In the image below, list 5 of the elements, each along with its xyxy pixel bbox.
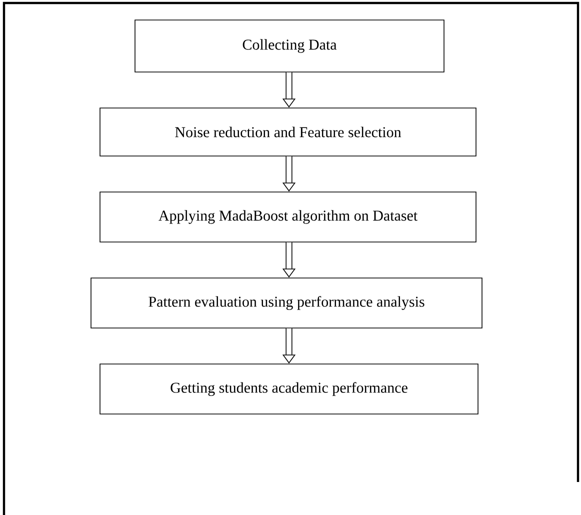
process-box: Noise reduction and Feature selection [100,108,476,156]
process-box: Pattern evaluation using performance analysis [90,278,482,328]
process-box: Applying MadaBoost algorithm on Dataset [100,192,476,242]
process-box: Getting students academic performance [100,364,478,414]
process-box: Collecting Data [134,20,444,72]
